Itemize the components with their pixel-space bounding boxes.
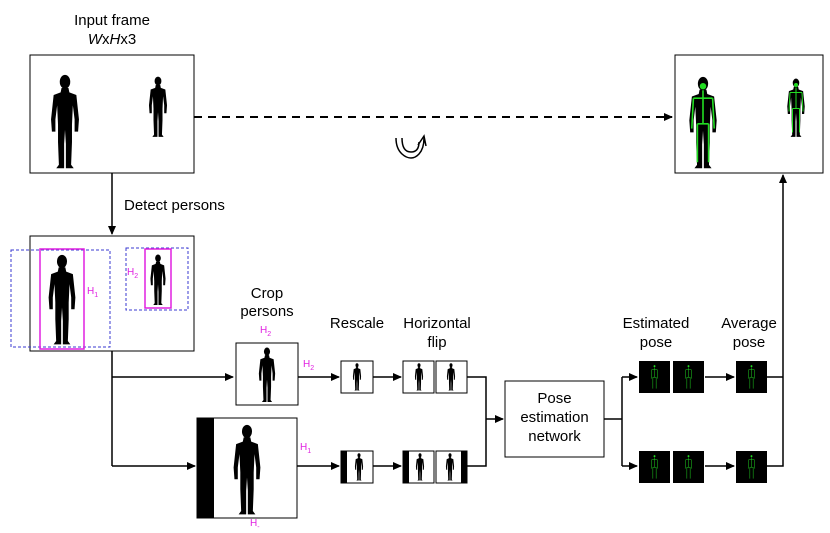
crop-persons-line2: persons	[240, 303, 294, 320]
average-pose-line1: Average	[721, 315, 777, 332]
pose-network-line2: estimation	[520, 409, 589, 426]
input-frame-dimensions: WxHx3	[52, 31, 172, 49]
tag-h-crop-bottom: H-	[250, 518, 260, 532]
average-pose-line2: pose	[732, 334, 766, 351]
merge-top-line	[467, 376, 487, 419]
dim-x2: x3	[120, 31, 137, 48]
merge-bottom-line	[467, 419, 487, 467]
bbox-small	[144, 248, 172, 309]
dim-w: W	[87, 31, 102, 48]
flip-bottom-original-padding	[403, 451, 409, 483]
rotate-arrow-icon	[395, 134, 427, 159]
crop-large-padding	[197, 418, 214, 518]
dim-x1: x	[101, 31, 110, 48]
rescale-label: Rescale	[329, 315, 385, 332]
bbox-large	[39, 248, 85, 350]
horizontal-flip-line1: Horizontal	[403, 315, 471, 332]
pose-network-line1: Pose	[537, 390, 572, 407]
input-frame-box	[29, 54, 195, 174]
input-frame-title: Input frame	[74, 12, 150, 29]
estimated-pose-line2: pose	[639, 334, 673, 351]
expanded-bbox-small	[125, 247, 189, 311]
tag-h2-detection: H2	[127, 267, 139, 281]
flip-bottom-flipped-padding	[461, 451, 467, 483]
rescale-bottom-padding	[341, 451, 347, 483]
pose-network-line3: network	[528, 428, 581, 445]
detect-persons-label: Detect persons	[124, 197, 225, 214]
detection-frame-box	[29, 235, 195, 352]
tag-h1-crop-side: H1	[300, 442, 312, 456]
estimated-pose-line1: Estimated	[622, 315, 690, 332]
tag-h2-crop-top: H2	[260, 325, 272, 339]
expanded-bbox-large	[10, 249, 111, 348]
crop-persons-line1: Crop	[250, 285, 284, 302]
pose-network-box	[504, 380, 605, 458]
tag-h2-crop-side: H2	[303, 359, 315, 373]
avg-bottom-out-line	[767, 377, 784, 467]
horizontal-flip-line2: flip	[427, 334, 447, 351]
tag-h1-detection: H1	[87, 286, 99, 300]
dim-h: H	[109, 31, 121, 48]
